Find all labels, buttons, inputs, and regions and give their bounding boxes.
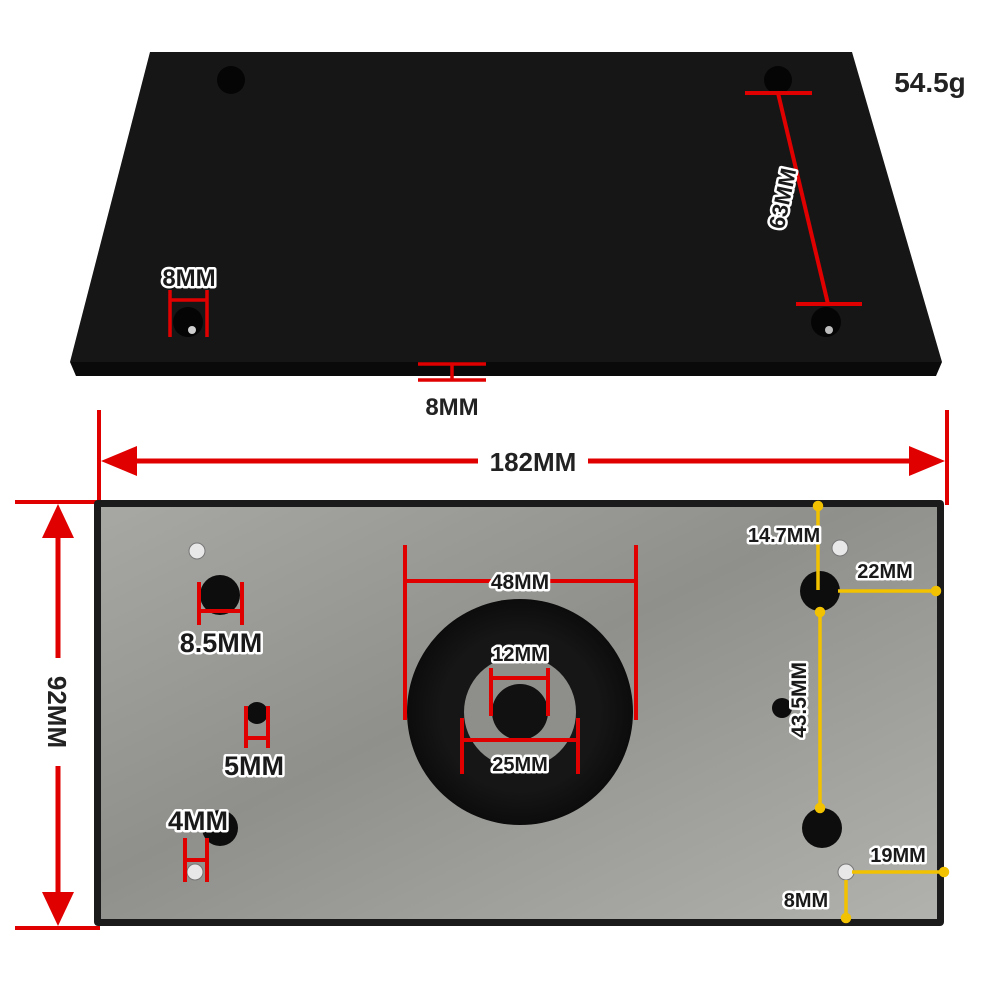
rivet bbox=[837, 863, 855, 881]
foam-hole-diameter-label: 8MM bbox=[162, 265, 215, 292]
right-hole-bottom bbox=[802, 808, 842, 848]
right-hole-middle bbox=[772, 698, 792, 718]
left-hole-small-dimension bbox=[183, 838, 209, 882]
right-hole-top bbox=[800, 571, 840, 611]
foam-thickness-label: 8MM bbox=[425, 394, 478, 421]
right-edge-offset-label: 22MM bbox=[857, 561, 913, 583]
right-bottom-offset-label: 8MM bbox=[784, 890, 828, 912]
mounting-hole bbox=[217, 66, 245, 94]
mounting-hole bbox=[811, 307, 841, 337]
foam-thickness-dimension bbox=[418, 362, 486, 382]
foam-pad-side-edge bbox=[70, 362, 942, 376]
foam-pad-top-face bbox=[70, 52, 942, 362]
rivet bbox=[186, 863, 204, 881]
hole-glint bbox=[188, 326, 196, 334]
plate-length-label: 182MM bbox=[490, 447, 577, 477]
left-hole-large bbox=[200, 575, 240, 615]
mounting-hole bbox=[764, 66, 792, 94]
right-top-offset-label: 14.7MM bbox=[748, 525, 820, 547]
center-ring-outer-dimension bbox=[403, 545, 638, 720]
left-hole-large-label: 8.5MM bbox=[180, 628, 263, 658]
center-hole bbox=[492, 684, 548, 740]
center-ring-inner-dimension bbox=[460, 718, 580, 774]
center-hole-label: 12MM bbox=[492, 644, 548, 666]
left-hole-medium-dimension bbox=[244, 706, 270, 748]
left-hole-medium bbox=[246, 702, 268, 724]
left-hole-medium-label: 5MM bbox=[224, 751, 284, 781]
right-hole-spacing-label: 43.5MM bbox=[788, 662, 811, 738]
base-plate bbox=[94, 500, 944, 926]
foam-hole-dimension bbox=[168, 290, 209, 337]
center-ring-outer-label: 48MM bbox=[491, 571, 549, 594]
plate-width-dimension bbox=[15, 500, 100, 930]
right-side-dimensions bbox=[812, 500, 950, 924]
plate-width-label: 92MM bbox=[42, 676, 72, 748]
left-hole-small-label: 4MM bbox=[168, 806, 228, 836]
rivet bbox=[188, 542, 206, 560]
mounting-hole bbox=[173, 307, 203, 337]
center-ring-inner-label: 25MM bbox=[492, 754, 548, 776]
rivet bbox=[831, 539, 849, 557]
hole-glint bbox=[825, 326, 833, 334]
center-hole-dimension bbox=[489, 668, 550, 716]
left-hole-large-dimension bbox=[197, 582, 244, 625]
right-bottom-edge-offset-label: 19MM bbox=[870, 845, 926, 867]
left-hole-small-pad bbox=[202, 810, 238, 846]
plate-length-dimension bbox=[97, 410, 949, 505]
weight-label: 54.5g bbox=[894, 67, 966, 98]
foam-hole-spacing-dimension bbox=[745, 91, 862, 306]
foam-pad: 8MM 8MM 63MM bbox=[70, 52, 942, 421]
